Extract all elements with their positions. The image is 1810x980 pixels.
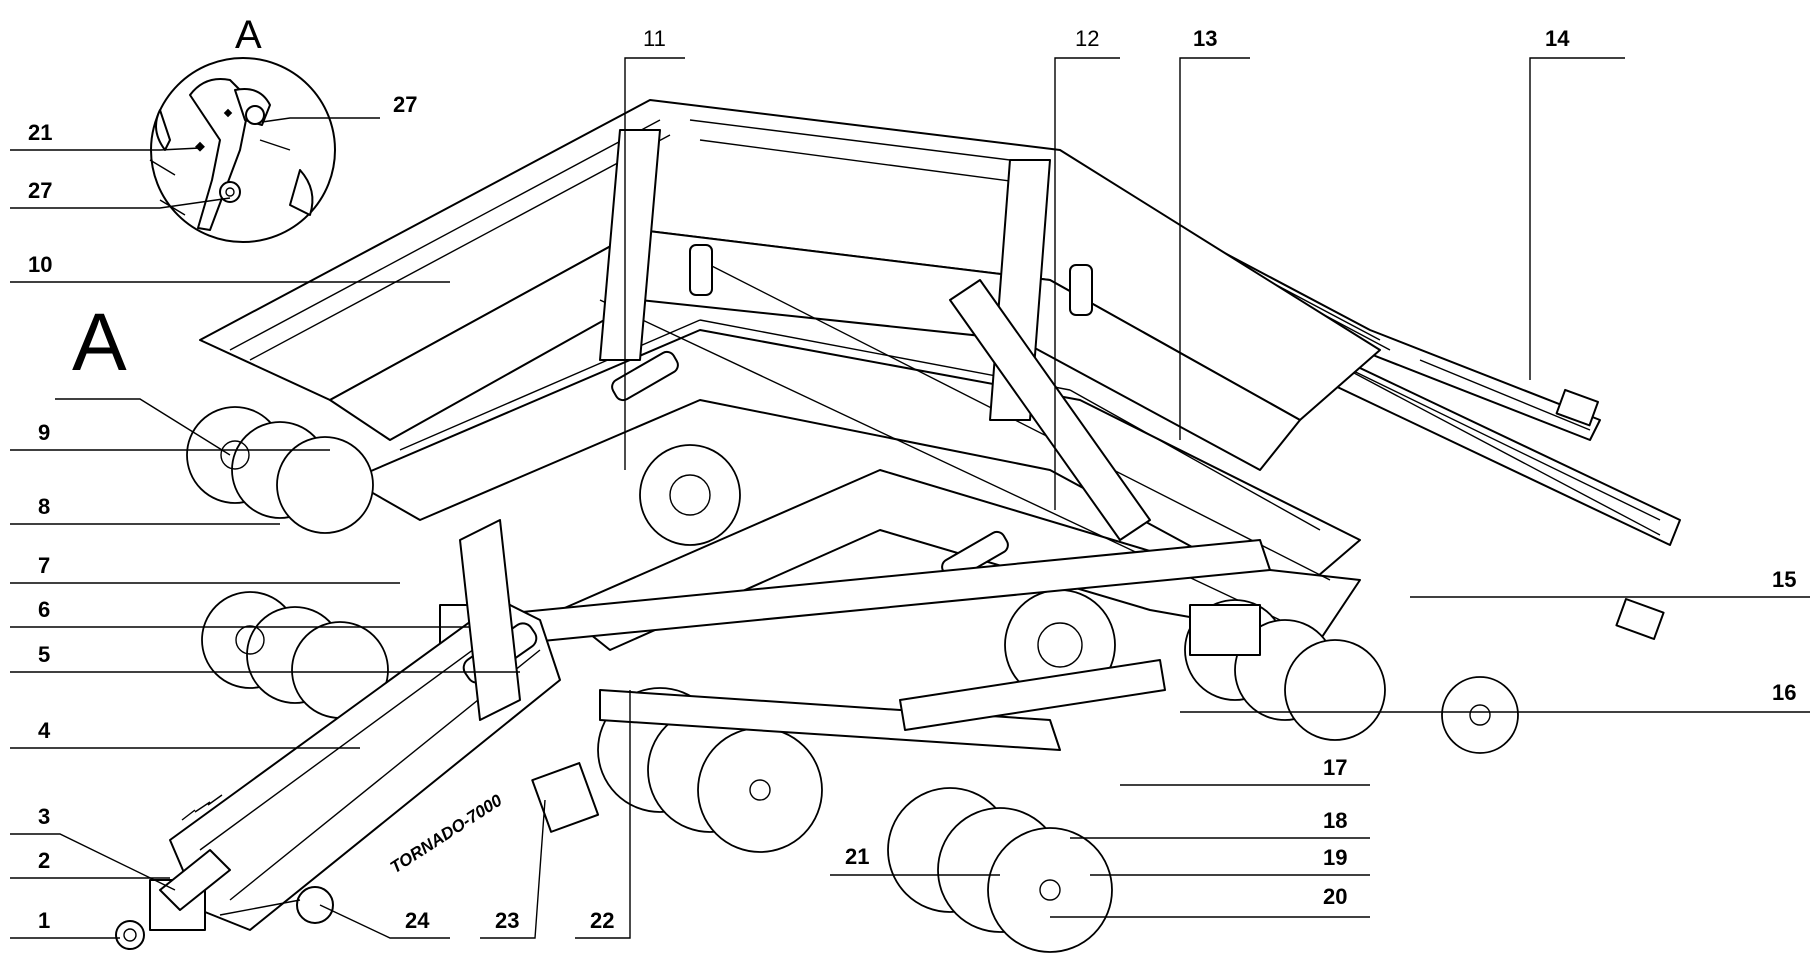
front-beam: [439, 539, 1271, 751]
leader-13: [1179, 57, 1250, 440]
callout-17: 17: [1323, 755, 1347, 780]
callout-13: 13: [1193, 26, 1217, 51]
detail-view-a: A: [149, 13, 336, 243]
detail-view-label: A: [235, 13, 262, 57]
hitch: [115, 794, 334, 950]
leader-23: [480, 799, 546, 939]
machine-drawing: TORNADO-7000: [115, 99, 1681, 953]
callout-15: 15: [1772, 567, 1796, 592]
main-frame: [199, 99, 1381, 651]
leader-24: [319, 904, 450, 939]
hydraulic-cylinders: [611, 244, 1093, 582]
callout-3: 3: [38, 804, 50, 829]
callout-18: 18: [1323, 808, 1347, 833]
callout-21: 21: [845, 844, 869, 869]
callout-19: 19: [1323, 845, 1347, 870]
callout-27-detail-lower: 27: [28, 178, 52, 203]
callout-7: 7: [38, 553, 50, 578]
leader-27a: [261, 117, 380, 123]
leader-12: [1054, 57, 1120, 510]
callout-27-detail-upper: 27: [393, 92, 417, 117]
callout-11: 11: [643, 26, 666, 51]
callout-8: 8: [38, 494, 50, 519]
callout-22: 22: [590, 908, 614, 933]
callout-14: 14: [1545, 26, 1570, 51]
callout-labels: 21 27 27 10 9 8 7 6 5 4 3 2 1 24 23 22 1…: [28, 26, 1796, 933]
leader-lines: [10, 57, 1810, 939]
leader-14: [1529, 57, 1625, 380]
leader-22: [575, 690, 631, 939]
main-view-label: A: [72, 297, 127, 388]
leader-11: [624, 57, 685, 470]
callout-24: 24: [405, 908, 430, 933]
callout-4: 4: [38, 718, 51, 743]
callout-23: 23: [495, 908, 519, 933]
leader-9-upper: [55, 398, 231, 456]
leader-27b: [10, 197, 231, 209]
callout-20: 20: [1323, 884, 1347, 909]
callout-12: 12: [1075, 26, 1099, 51]
callout-5: 5: [38, 642, 50, 667]
callout-16: 16: [1772, 680, 1796, 705]
callout-1: 1: [38, 908, 50, 933]
callout-6: 6: [38, 597, 50, 622]
detail-view-hitch-parts: [149, 78, 314, 231]
callout-9: 9: [38, 420, 50, 445]
leader-21a: [10, 147, 201, 151]
callout-10: 10: [28, 252, 52, 277]
leader-3: [10, 833, 176, 891]
drawbar: TORNADO-7000: [169, 519, 600, 931]
callout-2: 2: [38, 848, 50, 873]
callout-21-detail: 21: [28, 120, 52, 145]
front-disc-gang: [186, 406, 389, 719]
